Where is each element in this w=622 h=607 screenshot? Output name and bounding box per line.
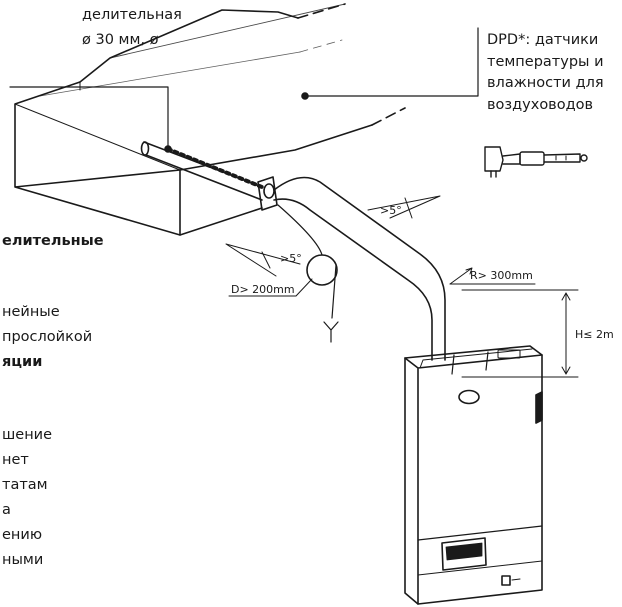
dpd-sensor-icon bbox=[484, 146, 588, 178]
dpd-line-4: воздуховодов bbox=[487, 96, 594, 113]
probe-tube bbox=[9, 86, 264, 201]
dpd-caption-first-line: DPD*: датчики bbox=[487, 30, 604, 52]
left-heading-2: яции bbox=[2, 354, 43, 370]
left-para2-line-3: татам bbox=[2, 477, 48, 493]
slope-indicator-lower bbox=[225, 243, 301, 277]
dimension-radius bbox=[449, 267, 536, 285]
dpd-line-1: датчики bbox=[534, 32, 599, 48]
loop-diameter-label: D> 200mm bbox=[231, 283, 295, 296]
dpd-line-2: температуры и bbox=[487, 53, 604, 70]
dimension-loop bbox=[228, 278, 313, 297]
dpd-title: DPD*: bbox=[487, 32, 531, 48]
left-heading-1: елительные bbox=[2, 233, 104, 249]
dpd-line-3: влажности для bbox=[487, 75, 604, 91]
air-duct bbox=[14, 3, 406, 236]
humidifier-unit bbox=[404, 345, 543, 605]
slope-label-lower: >5° bbox=[280, 252, 302, 265]
radius-label: R> 300mm bbox=[470, 269, 533, 282]
height-label: H≤ 2m bbox=[575, 328, 614, 341]
left-para2-line-2: нет bbox=[2, 452, 29, 468]
left-text-line-2: ø 30 мм, ø bbox=[82, 32, 159, 48]
left-para-line-1: нейные bbox=[2, 304, 60, 320]
duct-gland bbox=[257, 176, 278, 211]
left-para2-line-6: ными bbox=[2, 552, 44, 568]
dimension-height bbox=[461, 289, 579, 378]
slope-indicator-upper bbox=[367, 195, 441, 219]
left-para2-line-5: ению bbox=[2, 527, 43, 543]
slope-label-upper: >5° bbox=[380, 204, 402, 217]
dpd-caption: DPD*: датчики температуры и влажности дл… bbox=[487, 30, 604, 116]
steam-hose bbox=[273, 176, 446, 361]
left-para2-line-4: а bbox=[2, 502, 11, 518]
condensate-loop bbox=[277, 204, 339, 343]
left-para-line-2: прослойкой bbox=[2, 329, 93, 345]
dpd-leader bbox=[301, 27, 479, 100]
left-para2-line-1: шение bbox=[2, 427, 53, 443]
left-text-line-1: делительная bbox=[82, 7, 182, 23]
